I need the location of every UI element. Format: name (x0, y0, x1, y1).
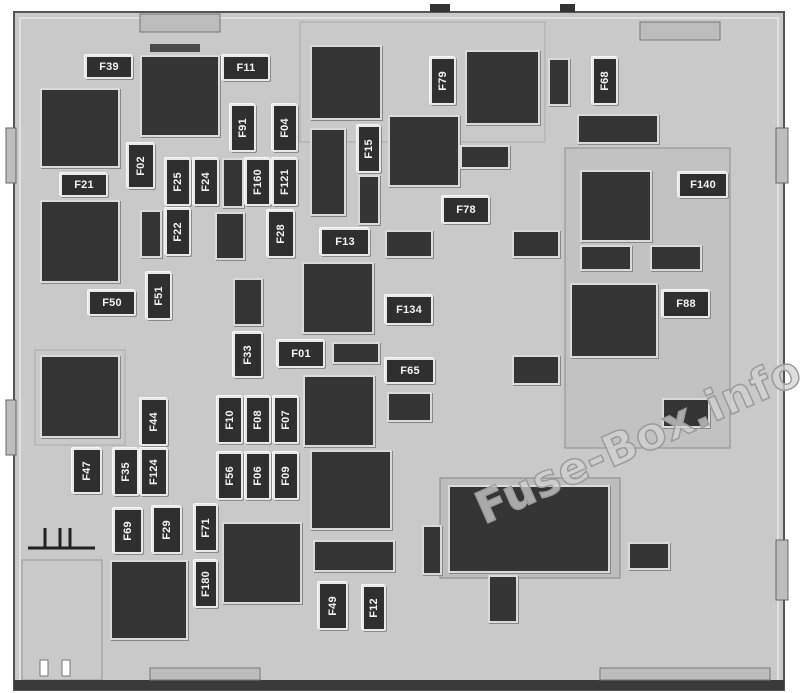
fuse-f49: F49 (318, 582, 348, 630)
relay-block (40, 88, 120, 168)
fuse-slot (662, 398, 710, 428)
fuse-f10: F10 (217, 396, 243, 444)
fuse-slot (628, 542, 670, 570)
relay-block (465, 50, 540, 125)
fuse-f124: F124 (140, 448, 168, 496)
fuse-f04: F04 (272, 104, 298, 152)
fuse-f47: F47 (72, 448, 102, 494)
fuse-slot (385, 230, 433, 258)
fuse-f33: F33 (233, 332, 263, 378)
fuse-f29: F29 (152, 506, 182, 554)
fuse-f02: F02 (127, 143, 155, 189)
relay-block (310, 128, 346, 216)
relay-block (313, 540, 395, 572)
fuse-slot (577, 114, 659, 144)
fuse-f44: F44 (140, 398, 168, 446)
fuse-slot (650, 245, 702, 271)
fuse-f09: F09 (273, 452, 299, 500)
fuse-f78: F78 (442, 196, 490, 224)
fuse-slot (580, 245, 632, 271)
fuse-f08: F08 (245, 396, 271, 444)
fuse-f13: F13 (320, 228, 370, 256)
relay-block (448, 485, 610, 573)
fuse-slot (140, 210, 162, 258)
fuse-slot (488, 575, 518, 623)
fuse-f121: F121 (272, 158, 298, 206)
relay-block (40, 200, 120, 283)
fuse-slot (233, 278, 263, 326)
fuse-f79: F79 (430, 57, 456, 105)
fuse-slot (548, 58, 570, 106)
fuse-slot (512, 355, 560, 385)
fuse-f180: F180 (194, 560, 218, 608)
fuse-f06: F06 (245, 452, 271, 500)
relay-block (388, 115, 460, 187)
fuse-slot (358, 175, 380, 225)
relay-block (580, 170, 652, 242)
relay-block (40, 355, 120, 438)
fuse-f01: F01 (277, 340, 325, 368)
fuse-f51: F51 (146, 272, 172, 320)
fuse-slot (387, 392, 432, 422)
relay-block (140, 55, 220, 137)
relay-block (570, 283, 658, 358)
relay-block (110, 560, 188, 640)
fuse-f134: F134 (385, 295, 433, 325)
fuse-slot (332, 342, 380, 364)
fuse-f140: F140 (678, 172, 728, 198)
relay-block (222, 522, 302, 604)
relay-block (310, 45, 382, 120)
fuse-slot (512, 230, 560, 258)
fuse-f68: F68 (592, 57, 618, 105)
fuse-f91: F91 (230, 104, 256, 152)
relay-block (310, 450, 392, 530)
fuse-f88: F88 (662, 290, 710, 318)
fuse-f65: F65 (385, 358, 435, 384)
fuse-f39: F39 (85, 55, 133, 79)
fuse-f24: F24 (193, 158, 219, 206)
fuse-f69: F69 (113, 508, 143, 554)
relay-block (303, 375, 375, 447)
fuse-f07: F07 (273, 396, 299, 444)
fuse-f12: F12 (362, 585, 386, 631)
fuse-f35: F35 (113, 448, 139, 496)
relay-block (302, 262, 374, 334)
fuse-slot (460, 145, 510, 169)
fuse-f50: F50 (88, 290, 136, 316)
fuse-f28: F28 (267, 210, 295, 258)
fuse-slot (222, 158, 244, 208)
fuse-f160: F160 (245, 158, 271, 206)
fuse-slot (422, 525, 442, 575)
fuse-f15: F15 (357, 125, 381, 173)
fuse-f22: F22 (165, 208, 191, 256)
fuse-f21: F21 (60, 173, 108, 197)
fuse-f11: F11 (222, 55, 270, 81)
fuse-f56: F56 (217, 452, 243, 500)
fuse-f71: F71 (194, 504, 218, 552)
fuse-f25: F25 (165, 158, 191, 206)
fuse-slot (215, 212, 245, 260)
